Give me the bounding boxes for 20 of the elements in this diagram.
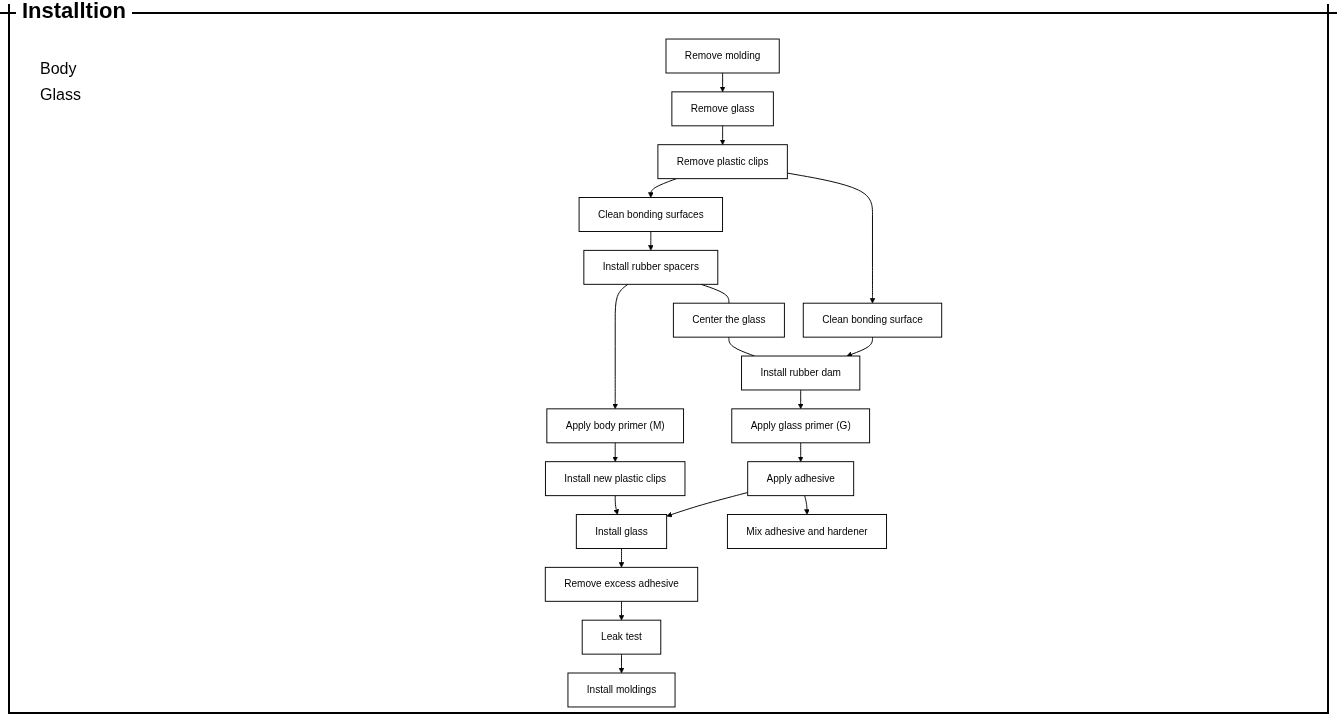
node-box: Install rubber spacers [583,249,719,285]
column-heading: Glass [40,86,81,104]
node-box: Apply body primer (M) [546,408,685,444]
node-box: Install rubber dam [741,355,861,391]
connector [728,336,755,357]
node-box: Remove plastic clips [657,144,788,180]
column-heading: Body [40,60,78,78]
node-box: Install moldings [567,672,676,708]
node-box: Center the glass [672,302,785,338]
node-box: Apply adhesive [747,461,855,497]
node-box: Apply glass primer (G) [731,408,871,444]
node-box: Remove molding [665,38,780,74]
node-box: Remove excess adhesive [544,566,699,602]
node-box: Mix adhesive and hardener [726,514,887,549]
node-box: Leak test [581,619,662,655]
node-box: Install new plastic clips [544,461,686,497]
node-box: Remove glass [671,91,774,127]
node-box: Clean bonding surfaces [578,197,723,232]
node-box: Clean bonding surface [802,302,943,338]
node-box: Install glass [575,514,668,549]
